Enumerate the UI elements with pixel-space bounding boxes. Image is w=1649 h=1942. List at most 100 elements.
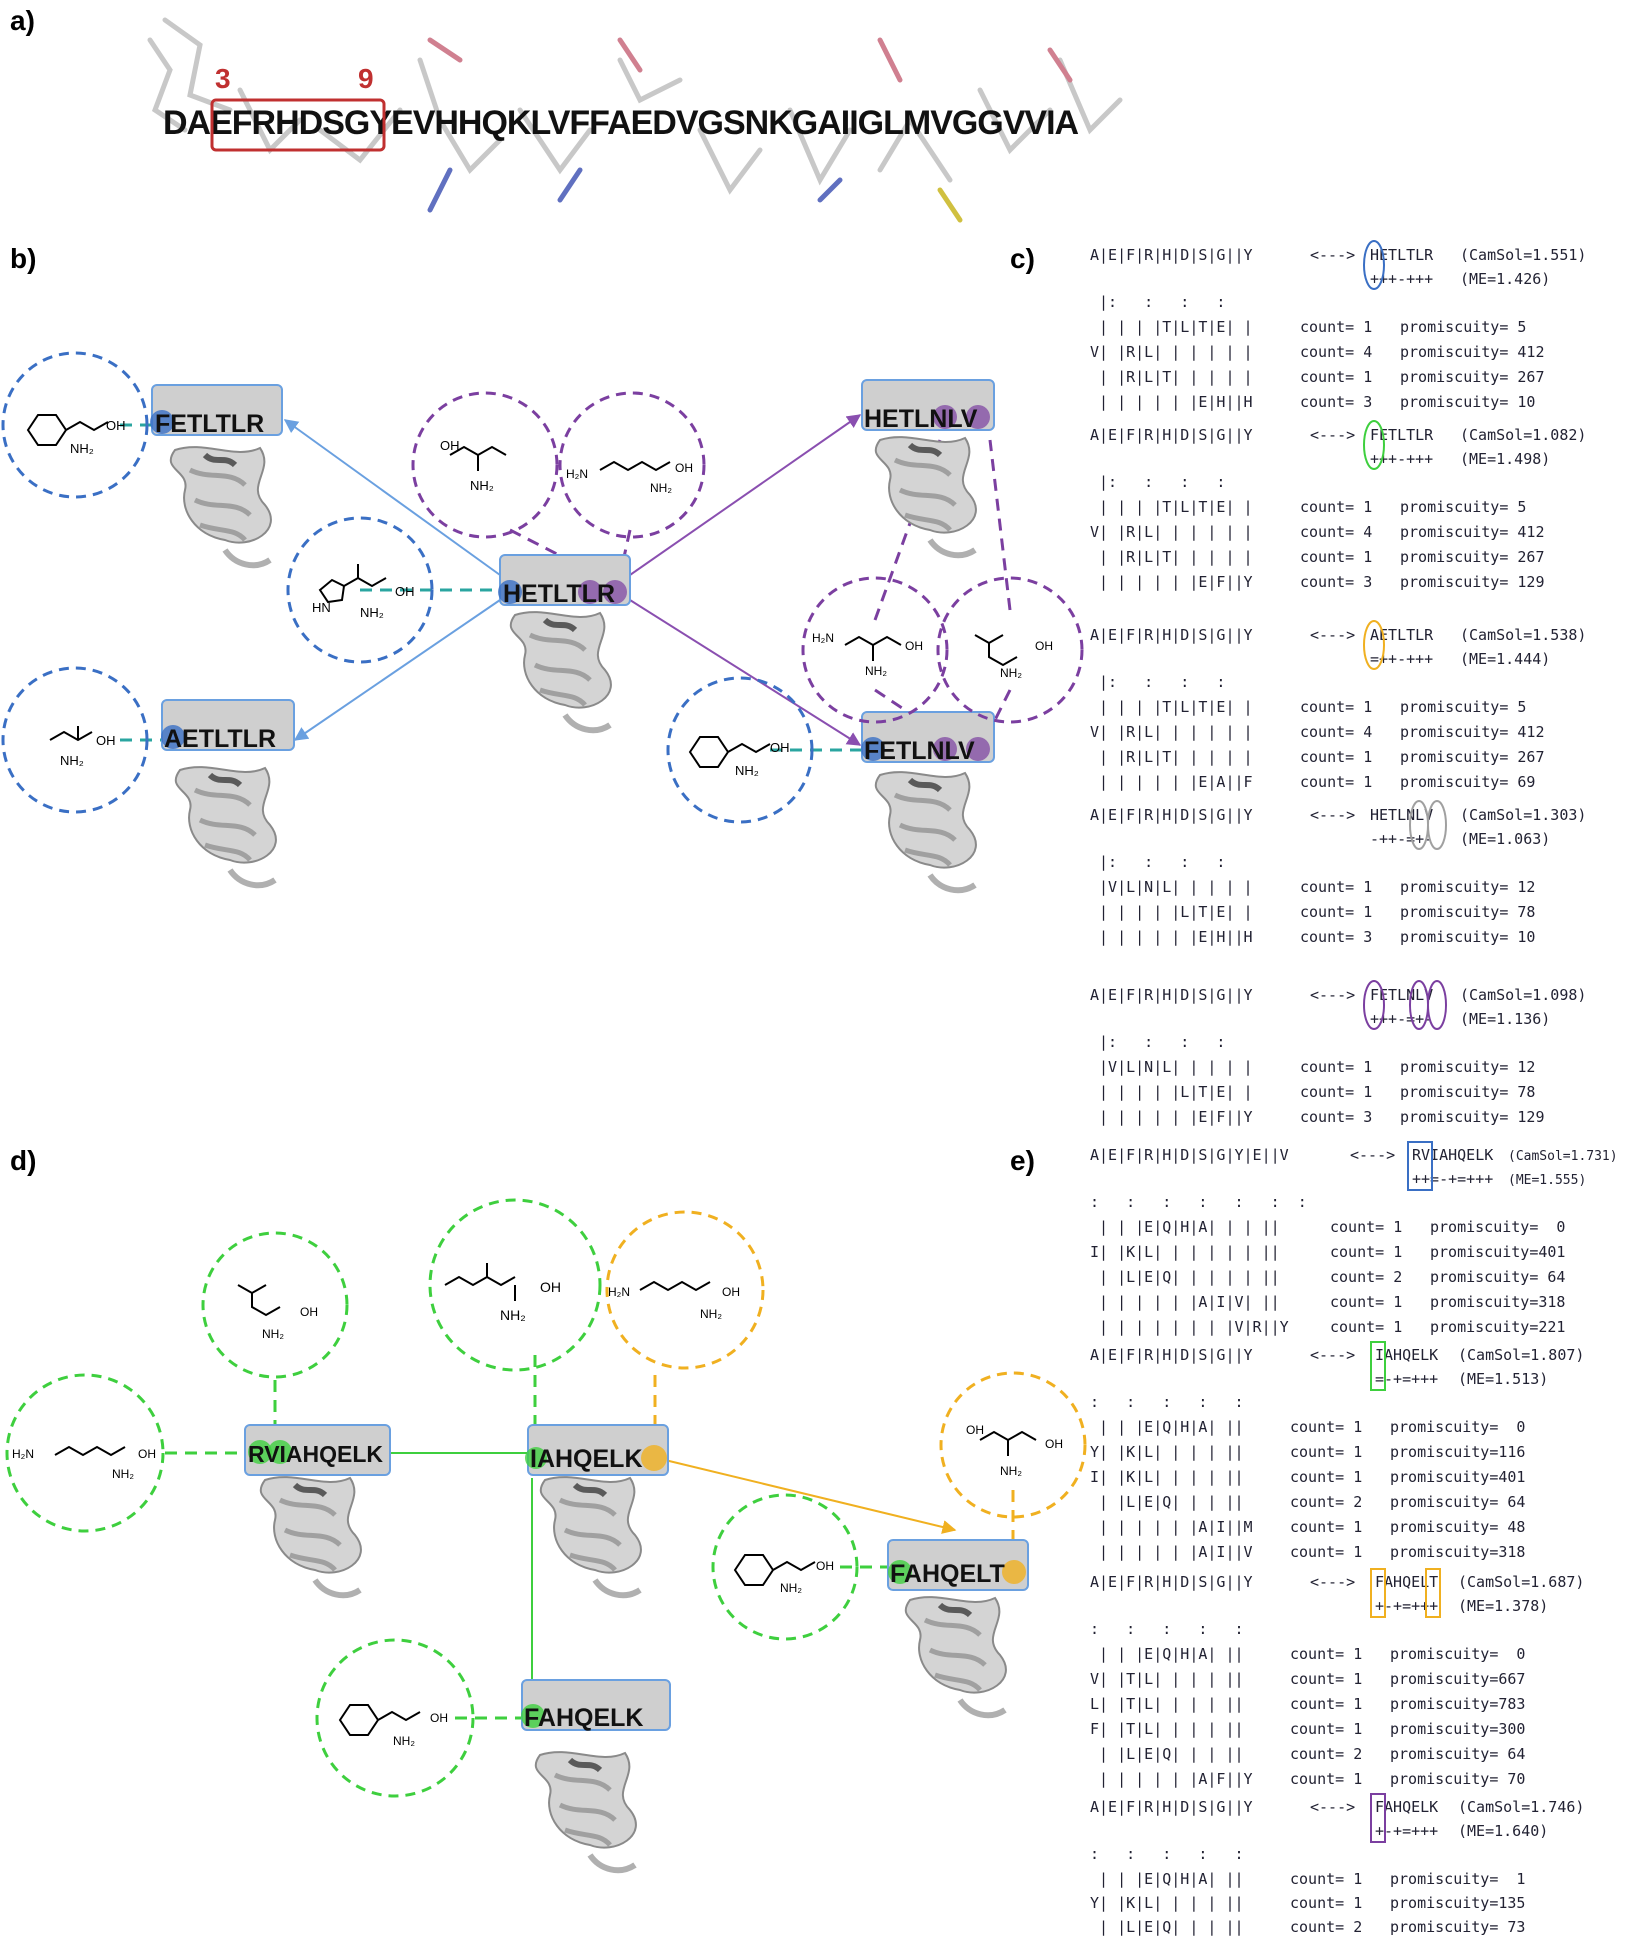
align-peptide: IAHQELK [1375, 1346, 1438, 1364]
residue-circle-phe-2: OH NH₂ [666, 676, 814, 824]
align-count: count= 1 [1290, 1443, 1362, 1461]
align-row: | | | | | |E|A||F [1090, 773, 1253, 791]
align-count: count= 1 [1290, 1645, 1362, 1663]
panel-label-a: a) [10, 5, 35, 36]
align-count: count= 1 [1290, 1720, 1362, 1738]
epitope-box [210, 98, 386, 152]
align-count: count= 4 [1300, 723, 1372, 741]
align-promiscuity: promiscuity= 1 [1390, 1870, 1525, 1888]
align-promiscuity: promiscuity= 69 [1400, 773, 1535, 791]
align-row: | |L|E|Q| | | || [1090, 1918, 1244, 1936]
panel-label-b: b) [10, 243, 36, 274]
align-header: A|E|F|R|H|D|S|G||Y [1090, 626, 1253, 644]
align-camsol: (CamSol=1.731) [1508, 1149, 1618, 1164]
node-fetlnlv: FETLNLV [861, 711, 995, 765]
align-header: A|E|F|R|H|D|S|G|Y|E||V [1090, 1146, 1289, 1164]
align-camsol: (CamSol=1.303) [1460, 806, 1586, 824]
align-row: |V|L|N|L| | | | | [1090, 1058, 1253, 1076]
chem-h2n: H₂N [812, 631, 834, 645]
panel-d: RVIAHQELK IAHQELK FAHQELT FAHQELK H₂N OH… [5, 1198, 1087, 1870]
residue-circle-thr-d: OH OH NH₂ [939, 1371, 1087, 1519]
chem-oh: OH [816, 1559, 834, 1573]
align-count: count= 1 [1290, 1543, 1362, 1561]
chem-oh: OH [966, 1423, 984, 1437]
chem-nh2: NH₂ [470, 478, 494, 493]
node-label: HETLNLV [864, 405, 978, 433]
align-row: I| |K|L| | | | || [1090, 1468, 1244, 1486]
align-row: V| |R|L| | | | | | [1090, 723, 1253, 741]
align-row: | |L|E|Q| | | || [1090, 1493, 1244, 1511]
align-promiscuity: promiscuity= 5 [1400, 698, 1526, 716]
align-row: V| |R|L| | | | | | [1090, 523, 1253, 541]
marker-start: 3 [215, 63, 231, 94]
protein-fahqelt [906, 1597, 1006, 1715]
align-peptide: FAHQELK [1375, 1798, 1438, 1816]
align-count: count= 2 [1290, 1745, 1362, 1763]
protein-rvi [261, 1477, 361, 1595]
align-count: count= 1 [1300, 878, 1372, 896]
chem-nh2: NH₂ [1000, 1464, 1022, 1478]
align-count: count= 1 [1290, 1518, 1362, 1536]
chem-oh: OH [540, 1279, 561, 1295]
align-count: count= 1 [1300, 548, 1372, 566]
chem-nh2: NH₂ [780, 1581, 802, 1595]
align-count: count= 1 [1300, 903, 1372, 921]
node-label: FAHQELT [890, 1560, 1005, 1588]
alignment-block-e3: A|E|F|R|H|D|S|G||Y <---> FAHQELT (CamSol… [1090, 1568, 1584, 1788]
align-count: count= 1 [1300, 368, 1372, 386]
align-promiscuity: promiscuity=116 [1390, 1443, 1525, 1461]
align-count: count= 1 [1300, 1058, 1372, 1076]
align-peptide: FETLTLR [1370, 426, 1434, 444]
chem-nh2: NH₂ [393, 1734, 415, 1748]
align-count: count= 1 [1290, 1939, 1295, 1942]
align-row: | | | | | |E|H||H [1090, 928, 1253, 946]
align-row: | | | |T|L|T|E| | [1090, 318, 1253, 336]
align-row: |: : : : [1090, 673, 1225, 691]
align-promiscuity: promiscuity=300 [1390, 1720, 1525, 1738]
align-row: Y| |K|L| | | | || [1090, 1443, 1244, 1461]
align-me: (ME=1.555) [1508, 1173, 1586, 1188]
align-promiscuity: promiscuity= 12 [1400, 878, 1535, 896]
align-count: count= 1 [1330, 1243, 1402, 1261]
protein-hetltlr [511, 612, 611, 730]
panel-label-c: c) [1010, 243, 1035, 274]
align-me: (ME=1.498) [1460, 450, 1550, 468]
align-promiscuity: promiscuity=667 [1390, 1670, 1525, 1688]
align-camsol: (CamSol=1.551) [1460, 246, 1586, 264]
arrow-h-to-hetlnlv [629, 414, 862, 576]
align-charges: +++-=+- [1370, 1010, 1433, 1028]
protein-aetltlr [176, 767, 276, 885]
align-promiscuity: promiscuity= 267 [1400, 368, 1545, 386]
align-me: (ME=1.426) [1460, 270, 1550, 288]
align-me: (ME=1.136) [1460, 1010, 1550, 1028]
align-row: | | | |T|L|T|E| | [1090, 698, 1253, 716]
align-camsol: (CamSol=1.687) [1458, 1573, 1584, 1591]
node-fahqelk: FAHQELK [521, 1679, 671, 1732]
align-count: count= 2 [1330, 1268, 1402, 1286]
chem-nh2: NH₂ [262, 1327, 284, 1341]
align-me: (ME=1.063) [1460, 830, 1550, 848]
peptide-sequence: DAEFRHDSGYEVHHQKLVFFAEDVGSNKGAIIGLMVGGVV… [163, 104, 1079, 142]
align-camsol: (CamSol=1.746) [1458, 1798, 1584, 1816]
align-count: count= 1 [1300, 698, 1372, 716]
chem-hn: HN [312, 600, 331, 615]
arrow-h-to-f [283, 419, 501, 576]
align-promiscuity: promiscuity=318 [1390, 1543, 1525, 1561]
align-count: count= 2 [1290, 1918, 1362, 1936]
align-row: | | | | | |A|F||Y [1090, 1770, 1253, 1788]
panel-b: FETLTLR HETLTLR AETLTLR HETLNLV FETLNLV [1, 351, 1084, 890]
align-row: | | | | | |E|F||Y [1090, 1108, 1253, 1126]
residue-circle-lys: H₂N OH NH₂ [605, 1210, 765, 1370]
align-charges: +++-+++ [1370, 450, 1433, 468]
align-arrow: <---> [1310, 1798, 1355, 1816]
align-count: count= 4 [1300, 343, 1372, 361]
alignment-block-5: A|E|F|R|H|D|S|G||Y <---> FETLNLV (CamSol… [1090, 980, 1586, 1126]
align-charges: +-+=+++ [1375, 1822, 1438, 1840]
align-row: : : : : : : : [1090, 1193, 1307, 1211]
align-me: (ME=1.378) [1458, 1597, 1548, 1615]
chem-nh2: NH₂ [735, 763, 759, 778]
align-row: |: : : : [1090, 473, 1225, 491]
align-promiscuity: promiscuity= 78 [1400, 1083, 1535, 1101]
align-promiscuity: promiscuity= 5 [1400, 498, 1526, 516]
chem-h2n: H₂N [12, 1447, 34, 1461]
